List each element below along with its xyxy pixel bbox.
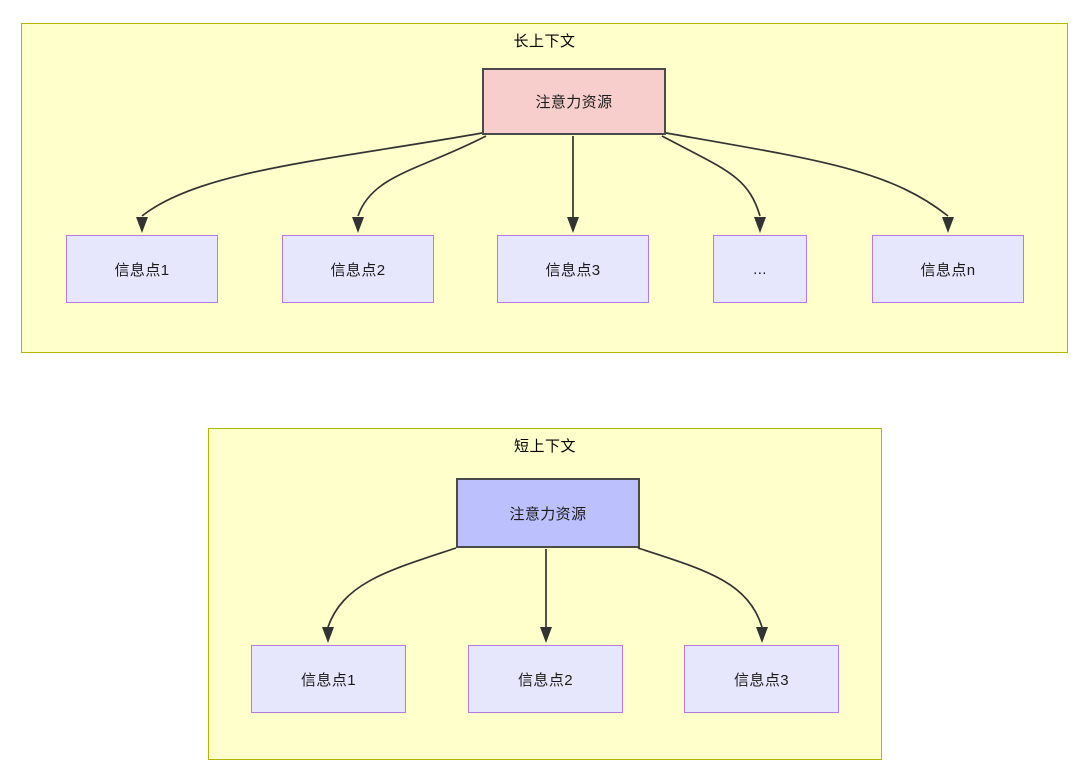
node-label: 信息点n [920,261,976,279]
node-label: 信息点2 [330,261,386,279]
node-info-point-ellipsis-long[interactable]: ... [713,235,807,303]
node-label: 信息点3 [545,261,601,279]
node-label: 注意力资源 [509,505,587,523]
node-info-point-2-long[interactable]: 信息点2 [282,235,434,303]
node-info-point-1-short[interactable]: 信息点1 [251,645,406,713]
node-info-point-3-short[interactable]: 信息点3 [684,645,839,713]
node-label: ... [753,260,767,278]
node-attention-resource-short[interactable]: 注意力资源 [456,478,640,548]
node-label: 注意力资源 [535,94,613,111]
node-label: 信息点3 [734,671,789,689]
node-label: 信息点1 [301,671,356,689]
node-info-point-2-short[interactable]: 信息点2 [468,645,623,713]
node-info-point-n-long[interactable]: 信息点n [872,235,1024,303]
node-info-point-3-long[interactable]: 信息点3 [497,235,649,303]
node-attention-resource-long[interactable]: 注意力资源 [482,68,666,135]
node-label: 信息点1 [114,261,170,279]
panel-long-context-title: 长上下文 [513,33,576,50]
panel-short-context-title: 短上下文 [513,438,576,455]
node-label: 信息点2 [518,671,573,689]
node-info-point-1-long[interactable]: 信息点1 [66,235,218,303]
